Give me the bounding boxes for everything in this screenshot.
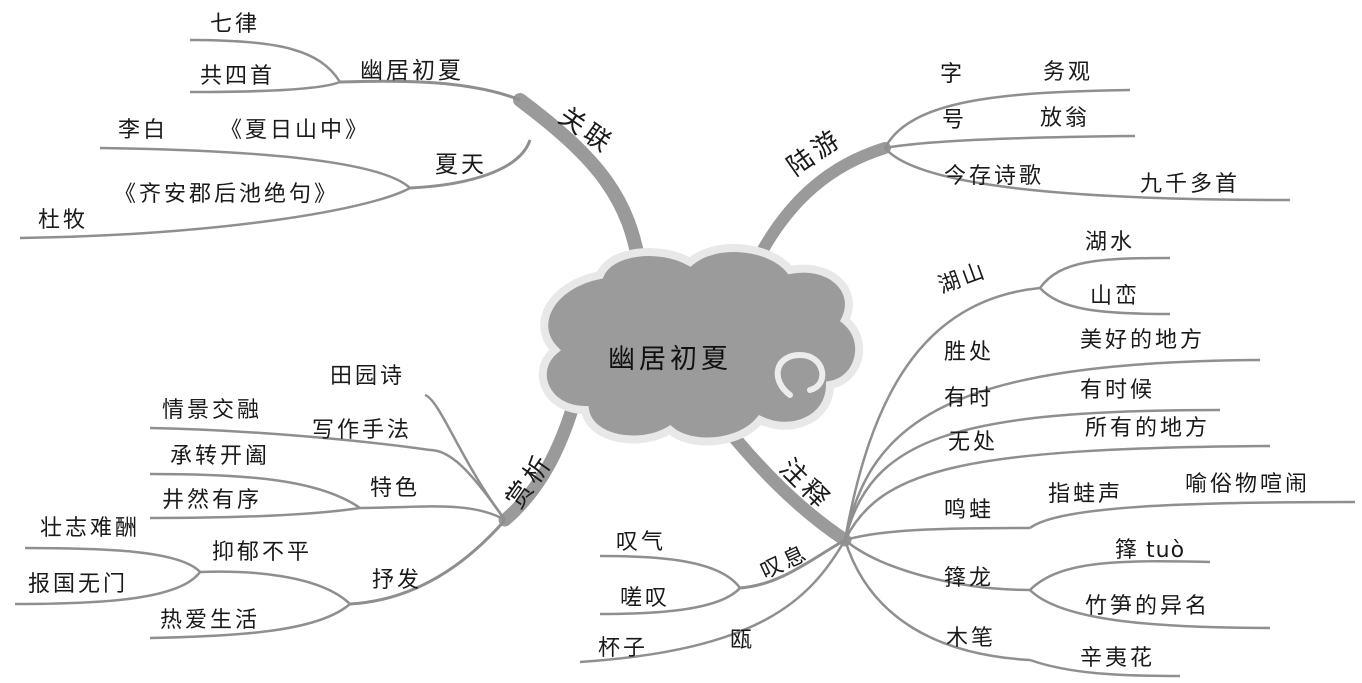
node-fangweng: 放翁: [1040, 108, 1090, 130]
node-chengzhuan: 承转开阖: [170, 446, 270, 468]
node-xiezuo: 写作手法: [312, 420, 412, 442]
node-tuo-pinyin: 箨 tuò: [1115, 540, 1185, 562]
node-xinyihua: 辛夷花: [1080, 648, 1155, 670]
node-meihao: 美好的地方: [1080, 330, 1205, 352]
node-suoyou: 所有的地方: [1085, 418, 1210, 440]
node-beizi: 杯子: [598, 638, 648, 660]
node-zhusun: 竹笋的异名: [1085, 596, 1210, 618]
node-yusu: 喻俗物喧闹: [1185, 474, 1310, 496]
node-reai: 热爱生活: [160, 610, 260, 632]
node-qian: 《齐安郡后池绝句》: [114, 184, 339, 206]
node-youju: 幽居初夏: [360, 60, 464, 83]
node-xiari: 《夏日山中》: [220, 120, 370, 142]
node-youshihou: 有时候: [1080, 380, 1155, 402]
node-shanluan: 山峦: [1090, 286, 1140, 308]
node-tianyuan: 田园诗: [330, 366, 405, 388]
node-qingjing: 情景交融: [162, 400, 262, 422]
node-jietan: 嗟叹: [620, 588, 670, 610]
node-tuolong: 箨龙: [944, 568, 994, 590]
node-zhiwasheng: 指蛙声: [1048, 484, 1123, 506]
node-wuguan: 务观: [1043, 62, 1093, 84]
node-jincun: 今存诗歌: [944, 166, 1044, 188]
node-mingwa: 鸣蛙: [944, 500, 994, 522]
node-shengchu: 胜处: [944, 342, 994, 364]
node-youshi: 有时: [944, 388, 994, 410]
node-tanqi: 叹气: [616, 532, 666, 554]
node-zhuangzhi: 壮志难酬: [40, 518, 140, 540]
node-shufa: 抒发: [372, 570, 422, 592]
center-topic: 幽居初夏: [608, 337, 732, 376]
node-hao: 号: [942, 110, 967, 132]
node-tese: 特色: [370, 478, 420, 500]
node-yiyu: 抑郁不平: [212, 542, 312, 564]
node-jingran: 井然有序: [162, 490, 262, 512]
node-jiuqian: 九千多首: [1140, 174, 1240, 196]
node-baoguo: 报国无门: [28, 574, 128, 596]
node-libai: 李白: [118, 120, 168, 142]
node-qilv: 七律: [210, 14, 260, 36]
node-dumu: 杜牧: [38, 210, 88, 232]
node-wuchu: 无处: [948, 432, 998, 454]
node-zi: 字: [940, 64, 965, 86]
node-hushui: 湖水: [1085, 232, 1135, 254]
node-xiatian: 夏天: [435, 154, 487, 177]
node-gongsi: 共四首: [200, 66, 275, 88]
node-ou: 瓯: [730, 630, 755, 652]
node-mubi: 木笔: [946, 628, 996, 650]
